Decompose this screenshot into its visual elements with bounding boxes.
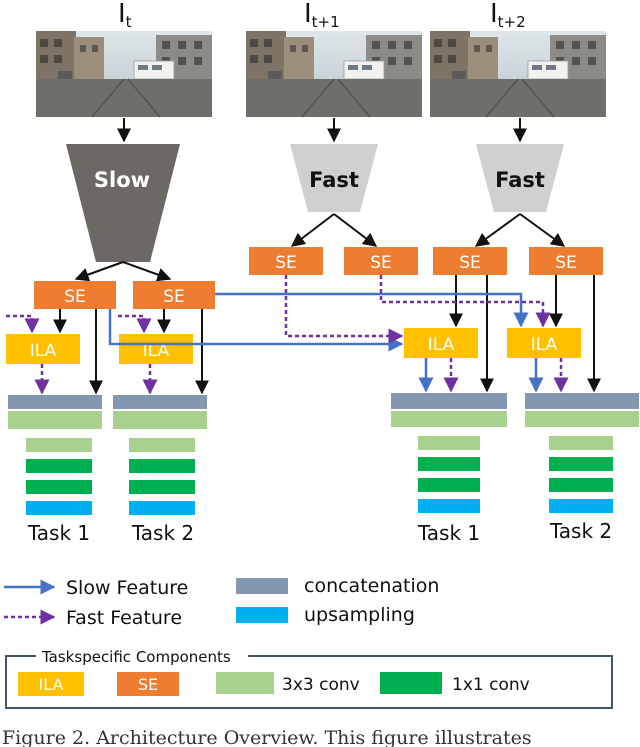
legend-upsampling-swatch <box>236 607 288 623</box>
legend-fast-feature: Fast Feature <box>66 607 182 629</box>
se-block-fast1-2: SE <box>344 247 418 275</box>
se-block-slow-2: SE <box>133 281 215 309</box>
fast-feature-arrows <box>6 275 569 395</box>
se-block-fast2-2: SE <box>529 247 603 275</box>
svg-text:ILA: ILA <box>531 335 558 355</box>
task-head-slow-1: Task 1 <box>8 395 102 545</box>
frame-t-image <box>35 30 213 118</box>
ila-block-slow-2: ILA <box>119 334 193 364</box>
task-1-label-slow: Task 1 <box>27 521 90 545</box>
ila-block-fast-1: ILA <box>404 328 478 358</box>
fast-encoder-1-label: Fast <box>309 168 359 192</box>
frame-t2: It+2 <box>429 0 607 118</box>
components-box-title: Taskspecific Components <box>41 648 231 666</box>
components-ila: ILA <box>39 675 64 694</box>
svg-text:ILA: ILA <box>30 341 57 361</box>
components-conv3-swatch <box>216 672 274 694</box>
svg-text:ILA: ILA <box>428 335 455 355</box>
se-block-fast2-1: SE <box>433 247 507 275</box>
frame-t2-image <box>429 30 607 118</box>
components-conv1-swatch <box>380 672 442 694</box>
task-2-label-slow: Task 2 <box>131 521 194 545</box>
frame-t1-label: It+1 <box>304 0 340 31</box>
svg-text:SE: SE <box>459 253 481 273</box>
ila-block-fast-2: ILA <box>507 328 581 358</box>
fast-encoder-2: Fast <box>476 144 564 212</box>
frame-t1-image <box>245 30 423 118</box>
frame-t2-label: It+2 <box>490 0 526 31</box>
svg-text:SE: SE <box>163 287 185 307</box>
fast-encoder-2-label: Fast <box>495 168 545 192</box>
legend-concat-swatch <box>236 578 288 594</box>
task-head-fast-2: Task 2 <box>525 393 639 543</box>
task-head-fast-1: Task 1 <box>391 393 507 545</box>
svg-text:SE: SE <box>555 253 577 273</box>
encoder-to-se-arrows <box>74 213 566 282</box>
svg-text:SE: SE <box>370 253 392 273</box>
figure-caption: Figure 2. Architecture Overview. This fi… <box>2 727 532 747</box>
components-box: Taskspecific Components ILA SE 3x3 conv … <box>5 648 613 709</box>
legend-concatenation: concatenation <box>304 575 439 597</box>
task-1-label-fast: Task 1 <box>417 521 480 545</box>
slow-encoder: Slow <box>66 144 180 262</box>
svg-text:ILA: ILA <box>143 341 170 361</box>
se-block-fast1-1: SE <box>249 247 323 275</box>
components-ila-swatch <box>18 672 84 696</box>
components-conv1: 1x1 conv <box>452 675 530 695</box>
ila-block-slow-1: ILA <box>6 334 80 364</box>
legend-slow-feature: Slow Feature <box>66 577 188 599</box>
slow-encoder-label: Slow <box>94 168 150 192</box>
svg-text:SE: SE <box>275 253 297 273</box>
svg-text:SE: SE <box>64 287 86 307</box>
components-conv3: 3x3 conv <box>282 675 360 695</box>
legend: Slow Feature Fast Feature concatenation … <box>4 575 439 629</box>
se-block-slow-1: SE <box>34 281 116 309</box>
components-se: SE <box>138 675 158 694</box>
legend-upsampling: upsampling <box>304 604 415 626</box>
slow-feature-arrows <box>108 292 544 393</box>
frame-t-label: It <box>118 0 132 31</box>
task-head-slow-2: Task 2 <box>113 395 207 545</box>
components-se-swatch <box>117 672 179 696</box>
frame-t1: It+1 <box>245 0 423 118</box>
frame-t: It <box>35 0 213 118</box>
task-2-label-fast: Task 2 <box>549 519 612 543</box>
fast-encoder-1: Fast <box>290 144 378 212</box>
